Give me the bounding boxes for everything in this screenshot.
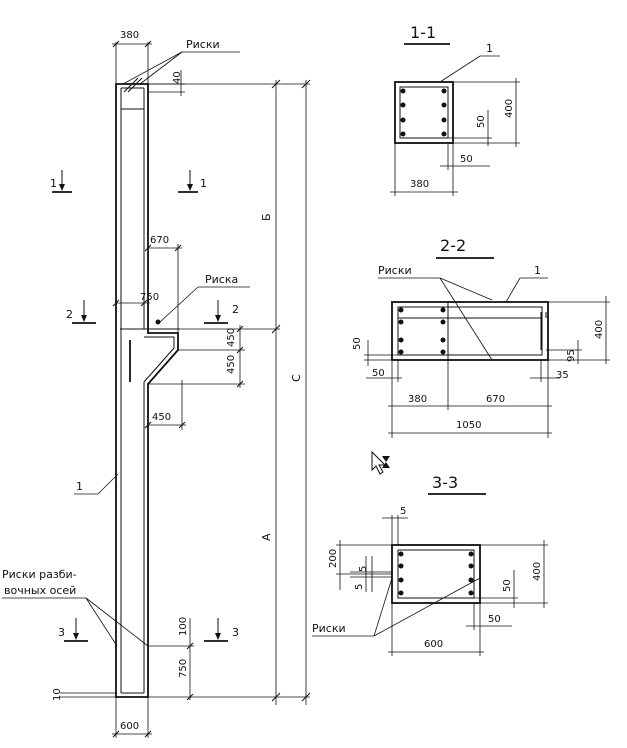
dim-750-bottom-text: 750 [178, 659, 189, 678]
section-3-3-dim-50v: 50 [502, 579, 513, 592]
dim-450-upper-text: 450 [226, 328, 237, 347]
dim-40-text: 40 [172, 71, 183, 84]
level-b-text: Б [260, 213, 273, 221]
dim-100-text: 100 [178, 617, 189, 636]
dim-380-top: 380 [112, 30, 152, 84]
riski-axes-callout: Риски разби- вочных осей [2, 568, 149, 647]
dim-750-mid-text: 750 [140, 292, 159, 303]
level-a-text: А [260, 533, 273, 541]
pos1-left-label: 1 [76, 480, 83, 493]
cut-2-left-text: 2 [66, 308, 73, 321]
riski-top-label: Риски [186, 38, 220, 51]
column-elevation [115, 77, 180, 698]
dim-10-text: 10 [52, 688, 63, 701]
riski-axes-label-1: Риски разби- [2, 568, 77, 581]
cut-1-left: 1 [50, 170, 72, 193]
section-1-1-dim-400: 400 [504, 99, 515, 118]
cut-1-right-text: 1 [200, 177, 207, 190]
section-2-2-dim-35: 35 [556, 370, 569, 381]
section-1-1-dim-50h: 50 [460, 154, 473, 165]
cut-2-right: 2 [204, 300, 239, 324]
section-3-3: 3-3 5 200 5 5 400 50 [312, 473, 548, 656]
section-3-3-dim-600: 600 [424, 639, 443, 650]
section-3-3-dim-200: 200 [328, 549, 339, 568]
pos1-callout-left: 1 [74, 473, 119, 495]
cut-3-right-text: 3 [232, 626, 239, 639]
section-3-3-dim-50h: 50 [488, 614, 501, 625]
cut-1-left-text: 1 [50, 177, 57, 190]
section-2-2-pos-label: 1 [534, 264, 541, 277]
section-2-2-dim-50v: 50 [352, 337, 363, 350]
section-1-1-title: 1-1 [410, 23, 436, 42]
dim-450-lower-text: 450 [226, 355, 237, 374]
riska-callout: Риска [159, 273, 250, 323]
section-2-2-riski-label: Риски [378, 264, 412, 277]
dim-380-top-text: 380 [120, 30, 139, 41]
section-2-2-dim-400: 400 [594, 320, 605, 339]
riska-label: Риска [205, 273, 238, 286]
section-2-2-dim-380: 380 [408, 394, 427, 405]
dim-450-horiz-text: 450 [152, 412, 171, 423]
cut-3-left: 3 [58, 618, 88, 642]
section-2-2-dim-1050: 1050 [456, 420, 481, 431]
riski-axes-label-2: вочных осей [4, 584, 76, 597]
section-2-2-title: 2-2 [440, 236, 466, 255]
section-1-1: 1-1 1 400 50 50 380 [390, 23, 520, 196]
section-1-1-dim-50v: 50 [476, 115, 487, 128]
dim-600-bottom-text: 600 [120, 721, 139, 732]
section-3-3-dim-5-a: 5 [358, 566, 369, 572]
level-c-text: С [290, 374, 303, 382]
section-3-3-riski-label: Риски [312, 622, 346, 635]
cut-2-right-text: 2 [232, 303, 239, 316]
section-2-2: 2-2 Риски 1 400 95 3 [352, 236, 610, 438]
section-2-2-dim-95: 95 [566, 349, 577, 362]
section-3-3-title: 3-3 [432, 473, 458, 492]
dim-670-text: 670 [150, 235, 169, 246]
section-3-3-dim-400: 400 [532, 562, 543, 581]
cut-3-right: 3 [204, 618, 239, 642]
cut-2-left: 2 [66, 300, 96, 324]
section-1-1-dim-380: 380 [410, 179, 429, 190]
cut-3-left-text: 3 [58, 626, 65, 639]
mouse-cursor-icon [371, 450, 390, 475]
riski-top-callout: Риски [122, 38, 240, 85]
level-dimensions: Б А С [148, 79, 311, 705]
cut-1-right: 1 [178, 170, 207, 193]
section-3-3-dim-5-b: 5 [354, 584, 365, 590]
section-3-3-dim-5-top: 5 [400, 506, 406, 517]
section-1-1-pos-label: 1 [486, 42, 493, 55]
section-2-2-dim-670: 670 [486, 394, 505, 405]
section-2-2-dim-50h: 50 [372, 368, 385, 379]
